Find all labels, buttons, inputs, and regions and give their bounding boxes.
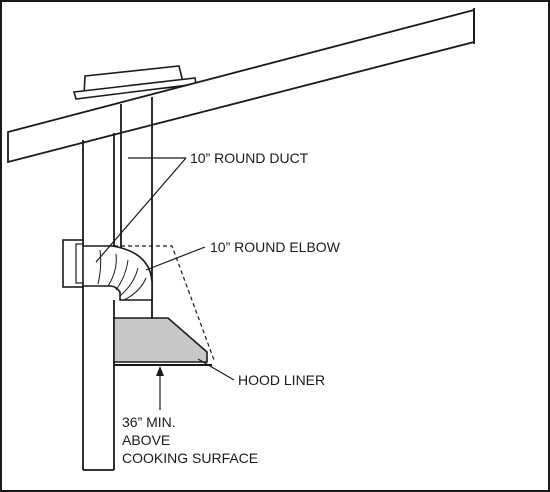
clearance-line-3: COOKING SURFACE [122,450,258,466]
hood-liner-shape [113,317,212,366]
round-duct-callout: 10” ROUND DUCT [95,150,309,263]
clearance-line-1: 36” MIN. [122,414,176,430]
hood-outline-dashed [114,245,215,361]
round-elbow [82,245,153,301]
hood-liner-callout: HOOD LINER [197,358,325,388]
round-duct-label: 10” ROUND DUCT [190,150,309,166]
up-arrow-icon [156,366,164,376]
hood-liner-label: HOOD LINER [238,372,325,388]
round-elbow-label: 10” ROUND ELBOW [210,239,341,255]
wall-duct-left [82,133,115,471]
clearance-line-2: ABOVE [122,432,170,448]
clearance-callout: 36” MIN. ABOVE COOKING SURFACE [122,366,258,466]
round-elbow-callout: 10” ROUND ELBOW [145,239,341,271]
wall-cap [62,239,84,288]
roof-beam [7,8,475,164]
